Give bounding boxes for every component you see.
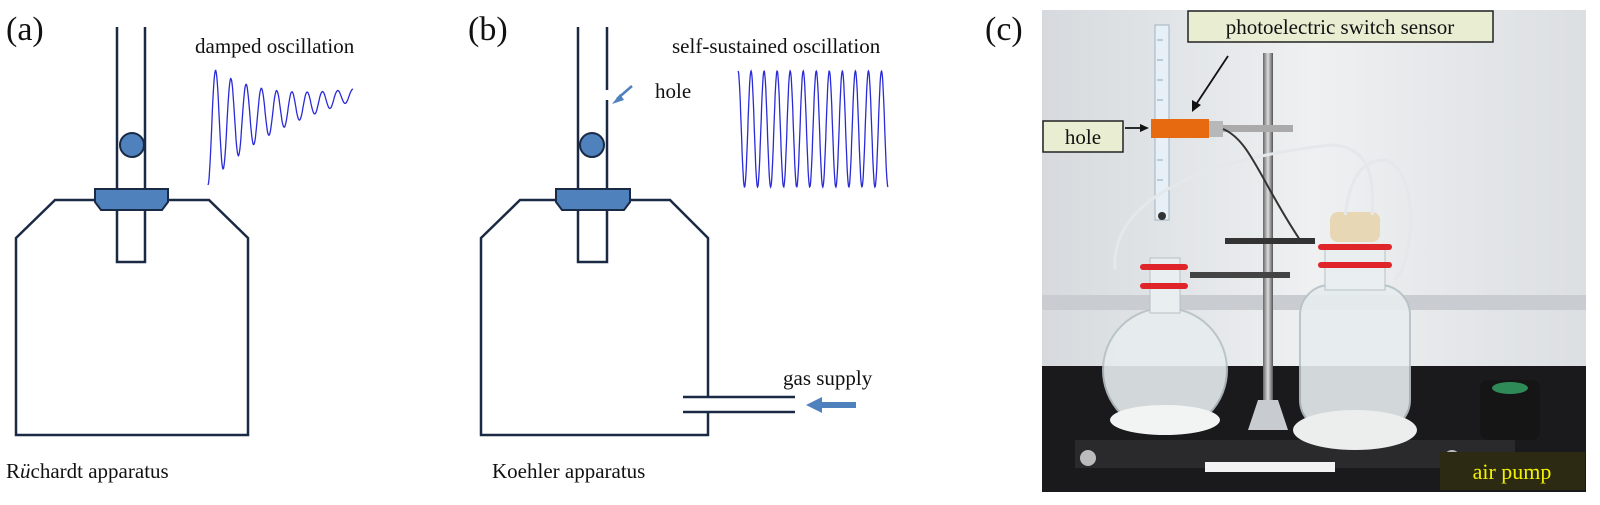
panel-b: (b) hole self-sustained oscillation gas … [468, 11, 889, 483]
sensor-arrow-icon [1192, 55, 1229, 112]
koehler-caption: Koehler apparatus [492, 459, 645, 483]
hole-pointer-arrow-icon [1125, 124, 1149, 132]
hole-label-box [1042, 120, 1124, 153]
stopper [555, 188, 631, 211]
pump-label: air pump [1473, 459, 1552, 484]
damped-oscillation-label: damped oscillation [195, 34, 355, 58]
rüchardt-caption: Rüchardt apparatus [6, 459, 169, 483]
rüchardt-vessel [14, 27, 250, 437]
self-sustained-oscillation-wave [737, 69, 889, 189]
gas-arrow-icon [806, 397, 856, 413]
sensor-label: photoelectric switch sensor [1226, 15, 1455, 39]
panel-a: (a) damped oscillation Rüchardt apparatu… [6, 11, 355, 483]
stopper [94, 188, 169, 211]
damped-oscillation-wave [207, 69, 354, 186]
ball [119, 132, 145, 158]
koehler-vessel [479, 27, 795, 437]
gas-supply-label: gas supply [783, 366, 873, 390]
hole-arrow-icon [612, 85, 633, 104]
self-sustained-oscillation-label: self-sustained oscillation [672, 34, 881, 58]
panel-b-tag: (b) [468, 11, 508, 48]
panel-c: (c) [985, 10, 1586, 492]
pump-label-box [1440, 452, 1585, 490]
photo-hole-label: hole [1065, 125, 1101, 149]
panel-a-tag: (a) [6, 11, 44, 48]
apparatus-photo [1042, 10, 1586, 492]
ball [579, 132, 605, 158]
hole-label: hole [655, 79, 691, 103]
panel-c-tag: (c) [985, 11, 1023, 48]
sensor-label-box [1187, 10, 1494, 43]
